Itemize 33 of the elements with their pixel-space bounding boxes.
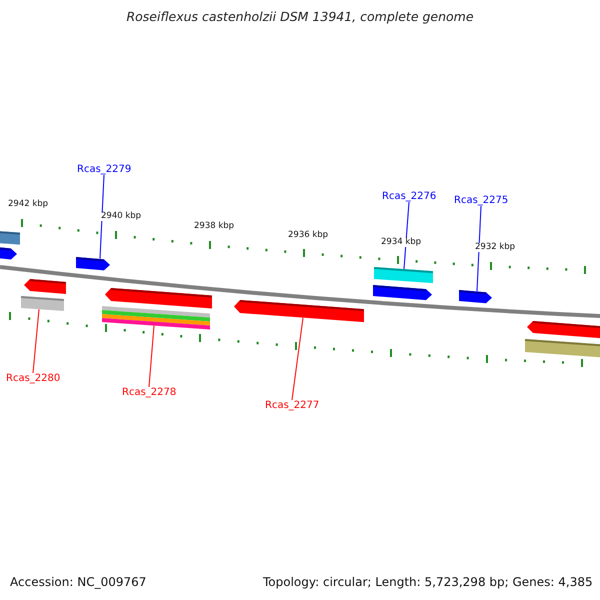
scale-label: 2940 kbp: [100, 212, 142, 222]
scale-label: 2938 kbp: [193, 222, 236, 232]
gene-name-label: Rcas_2278: [122, 387, 176, 398]
genome-info-text: Topology: circular; Length: 5,723,298 bp; Genes: 4,385: [262, 576, 594, 590]
gene-feature: [24, 279, 66, 294]
gene-name-label: Rcas_2279: [77, 164, 132, 175]
leader-line: [100, 174, 104, 260]
gene-feature: [0, 247, 17, 260]
gene-feature: [105, 288, 212, 308]
leader-line: [292, 317, 304, 400]
leader-line: [32, 308, 40, 374]
gene-feature: [76, 257, 110, 270]
scale-label: 2932 kbp: [474, 243, 516, 252]
gene-feature-bar: [20, 296, 64, 311]
scale-label: 2942 kbp: [7, 200, 50, 210]
gene-feature: [458, 290, 492, 304]
scale-label: 2936 kbp: [287, 231, 330, 240]
accession-text: Accession: NC_009767: [9, 576, 148, 590]
feature-stripes-drawing: [102, 306, 210, 330]
gene-feature-bar: [0, 231, 20, 245]
gene-feature: [372, 285, 432, 300]
leader-line: [148, 325, 154, 388]
gene-name-label: Rcas_2277: [265, 400, 320, 411]
gene-feature: [527, 321, 600, 338]
gene-feature: [234, 300, 364, 322]
gene-name-label: Rcas_2276: [382, 191, 436, 202]
leader-line: [476, 206, 482, 292]
gene-name-label: Rcas_2280: [6, 373, 60, 384]
gene-feature-bar: [524, 339, 600, 358]
diagram-title: Roseiflexus castenholzii DSM 13941, complete genome: [125, 10, 475, 24]
gene-feature-bar: [374, 267, 434, 284]
gene-name-label: Rcas_2275: [454, 195, 508, 206]
scale-label: 2934 kbp: [380, 238, 422, 248]
